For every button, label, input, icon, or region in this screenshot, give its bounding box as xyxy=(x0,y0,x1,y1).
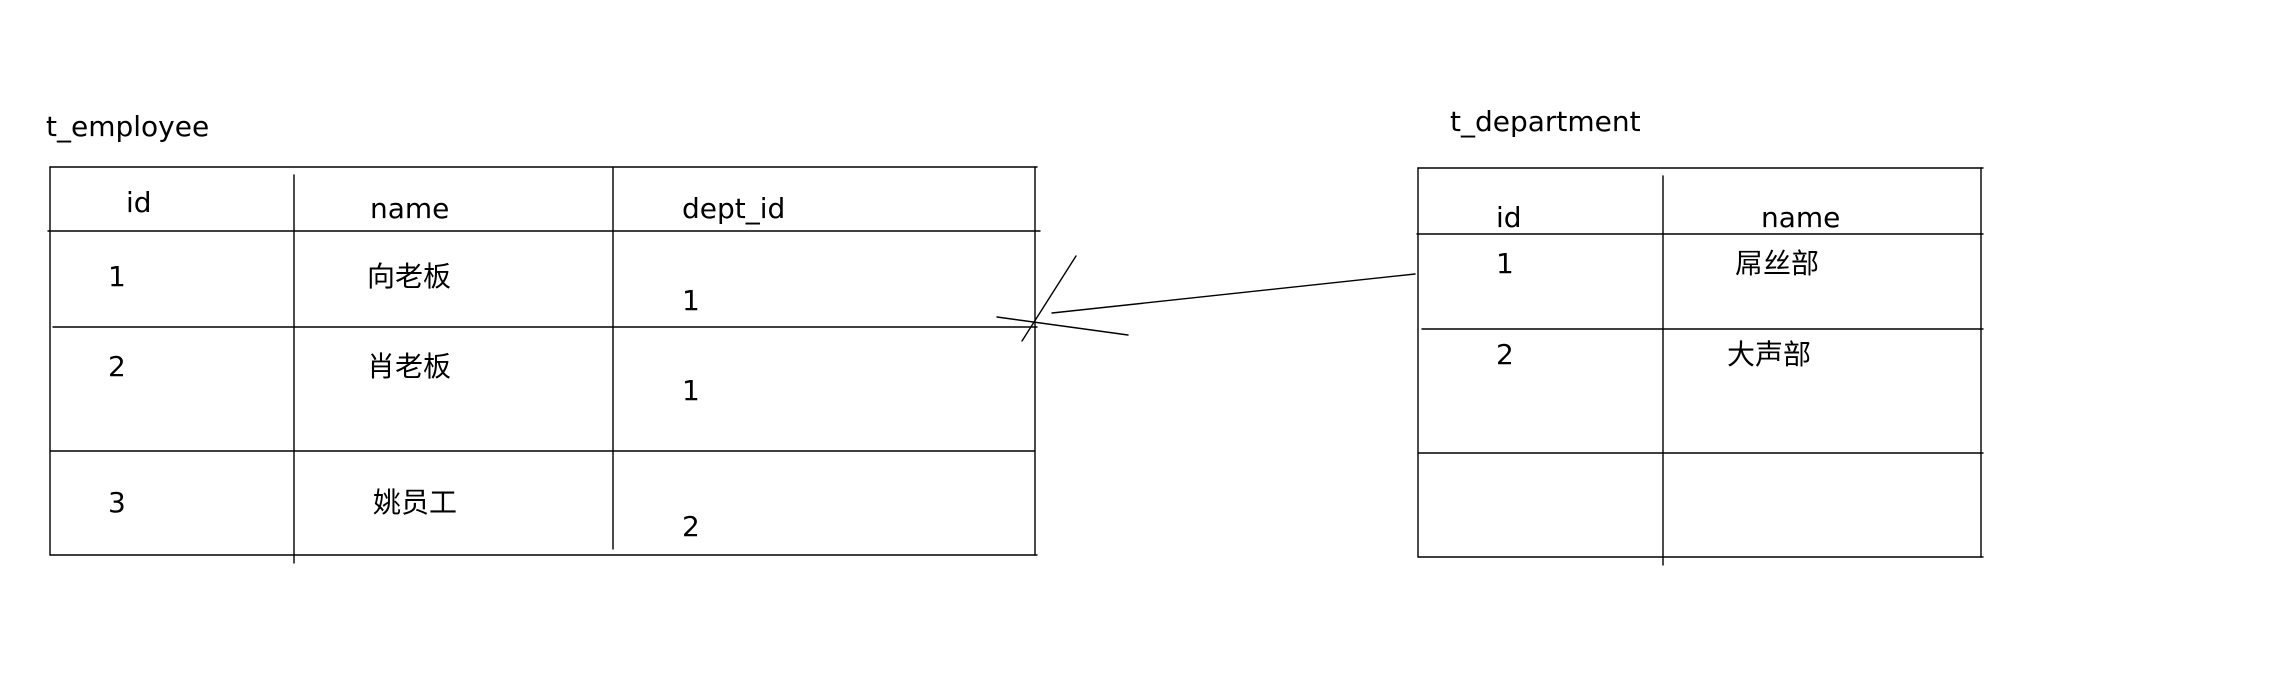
employee-cell-id: 1 xyxy=(108,260,126,293)
employee-header-name: name xyxy=(370,192,449,225)
employee-cell-name: 姚员工 xyxy=(373,486,457,519)
department-cell-id: 2 xyxy=(1496,338,1514,371)
employee-cell-id: 3 xyxy=(108,486,126,519)
department-header-name: name xyxy=(1761,201,1840,234)
department-cell-name: 屌丝部 xyxy=(1735,247,1819,280)
employee-table-title: t_employee xyxy=(46,110,209,143)
department-header-id: id xyxy=(1496,201,1522,234)
employee-table: t_employee id name dept_id 1 向老板 1 2 肖老板… xyxy=(46,110,1041,564)
employee-cell-dept-id: 1 xyxy=(682,374,700,407)
department-cell-name: 大声部 xyxy=(1727,338,1811,371)
crossing-mark xyxy=(1021,255,1077,342)
department-table: t_department id name 1 屌丝部 2 大声部 xyxy=(1416,105,1984,566)
employee-cell-dept-id: 2 xyxy=(682,510,700,543)
employee-cell-id: 2 xyxy=(108,350,126,383)
employee-header-id: id xyxy=(126,186,152,219)
crossing-mark xyxy=(996,316,1129,336)
employee-cell-dept-id: 1 xyxy=(682,284,700,317)
employee-header-dept-id: dept_id xyxy=(682,192,785,225)
employee-cell-name: 肖老板 xyxy=(367,350,451,383)
relation-connector xyxy=(996,255,1416,342)
department-cell-id: 1 xyxy=(1496,247,1514,280)
relation-line xyxy=(1051,273,1416,314)
department-table-title: t_department xyxy=(1450,105,1641,138)
employee-cell-name: 向老板 xyxy=(367,260,451,293)
